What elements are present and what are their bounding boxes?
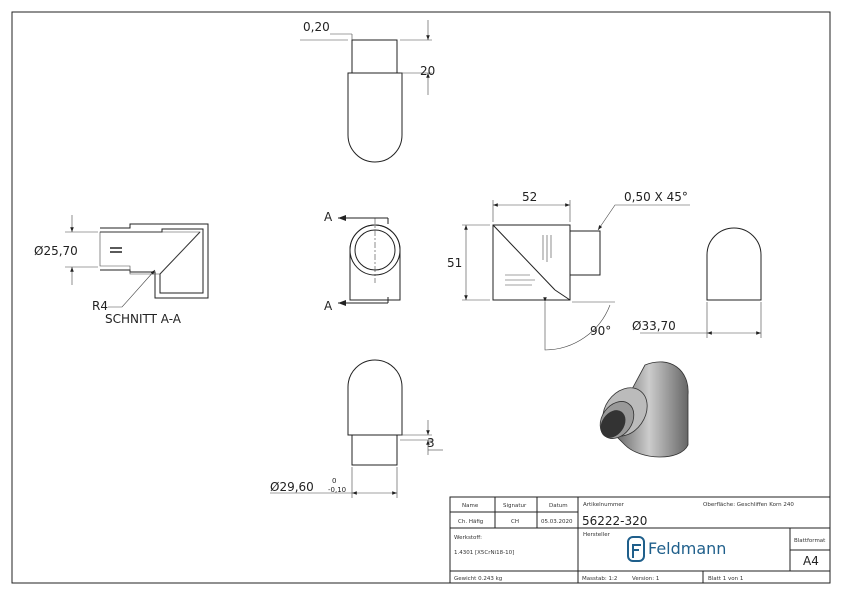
manufacturer-label: Hersteller	[583, 532, 611, 538]
right-view: Ø33,70	[632, 227, 762, 338]
dim-collar-length: 3	[427, 436, 435, 450]
material-label: Werkstoff:	[454, 535, 482, 541]
section-marker-top: A	[324, 210, 333, 224]
drawing-date: 05.03.2020	[541, 519, 573, 525]
logo-text: Feldmann	[648, 539, 726, 558]
scale: Masstab: 1:2	[582, 576, 617, 582]
sheet-border	[11, 11, 831, 584]
format-label: Blattformat	[794, 538, 826, 544]
feldmann-logo: Feldmann	[627, 536, 726, 562]
name-label: Name	[462, 503, 479, 509]
front-view: A A	[324, 210, 401, 313]
dim-width: 52	[522, 190, 537, 204]
dim-radius: R4	[92, 299, 108, 313]
section-view: Ø25,70 R4 SCHNITT A-A	[34, 215, 209, 326]
dim-chamfer: 0,50 X 45°	[624, 190, 688, 204]
section-marker-bottom: A	[324, 299, 333, 313]
dim-height: 51	[447, 256, 462, 270]
dim-angle: 90°	[590, 324, 611, 338]
sheet: Blatt 1 von 1	[708, 576, 743, 582]
dim-outer-diameter: Ø33,70	[632, 319, 676, 333]
bottom-view: 3 Ø29,60 0 -0,10	[270, 359, 443, 498]
dim-section-diameter: Ø25,70	[34, 244, 78, 258]
weight: Gewicht 0.243 kg	[454, 576, 502, 582]
isometric-view	[599, 361, 689, 458]
article-label: Artikelnummer	[583, 502, 625, 508]
author-signature: CH	[511, 519, 519, 525]
material: 1.4301 [X5CrNi18-10]	[454, 550, 514, 556]
article-number: 56222-320	[582, 514, 647, 528]
author-name: Ch. Häfig	[458, 519, 483, 525]
version: Version: 1	[632, 576, 659, 582]
dim-top-offset: 0,20	[303, 20, 330, 34]
dim-collar-diameter: Ø29,60	[270, 480, 314, 494]
section-label: SCHNITT A-A	[105, 312, 182, 326]
date-label: Datum	[549, 503, 568, 509]
side-view: 52 51 0,50 X 45° 90°	[447, 190, 690, 351]
title-block	[449, 496, 831, 584]
tolerance-upper: 0	[332, 477, 336, 485]
surface: Oberfläche: Geschliffen Korn 240	[703, 502, 794, 508]
tolerance-lower: -0,10	[328, 486, 346, 494]
dim-top-length: 20	[420, 64, 435, 78]
top-view: 0,20 20	[300, 20, 435, 163]
signature-label: Signatur	[503, 503, 527, 509]
format: A4	[803, 554, 819, 568]
